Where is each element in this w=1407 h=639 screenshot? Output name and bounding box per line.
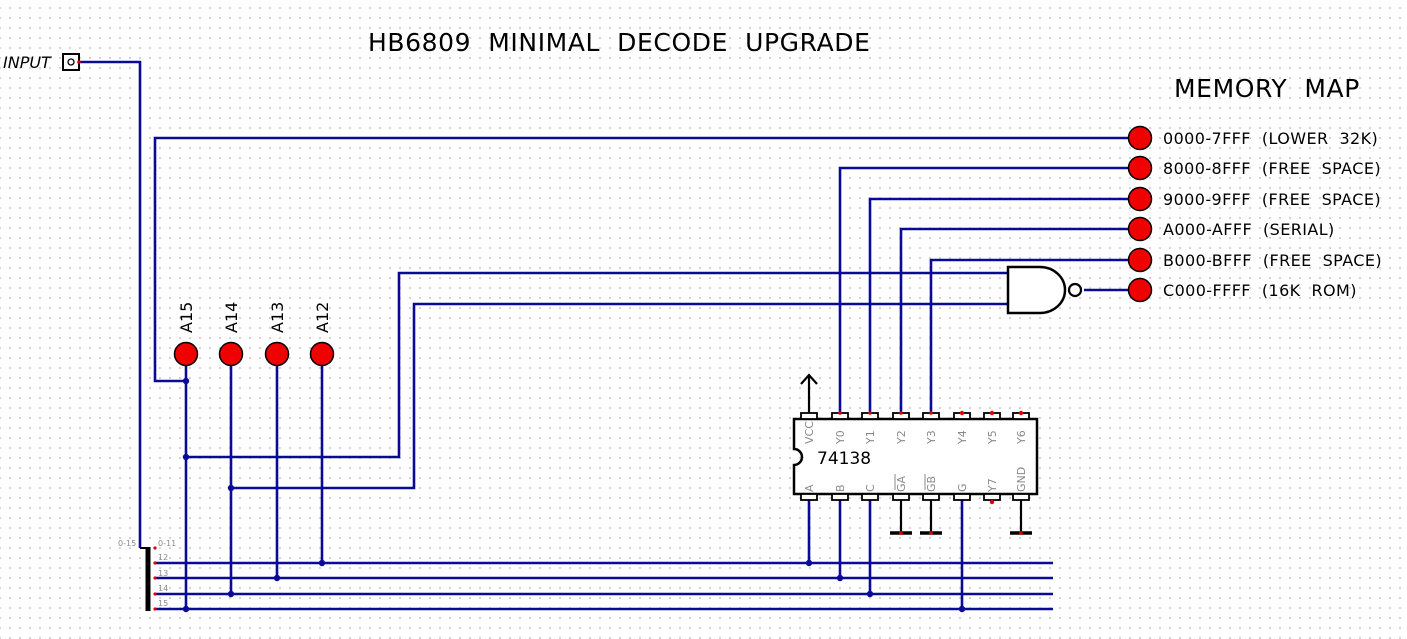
input-port-dot xyxy=(77,60,81,64)
pin-label-ga: GA xyxy=(895,475,908,492)
chip-name: 74138 xyxy=(817,449,871,469)
probe-a13-label: A13 xyxy=(268,302,287,333)
y1-wire xyxy=(868,197,1128,413)
splitter-port-dots xyxy=(153,546,157,611)
probe-a13-led xyxy=(264,341,290,367)
vcc-arrow-icon xyxy=(800,373,818,385)
probe-a15-label: A15 xyxy=(177,302,196,333)
output-label: C000-FFFF (16K ROM) xyxy=(1163,281,1357,300)
y0-wire xyxy=(838,166,1128,413)
pin-label-y2: Y2 xyxy=(895,430,908,445)
nand-gate[interactable] xyxy=(1006,265,1083,315)
pin-label-y5: Y5 xyxy=(986,430,999,445)
memory-map-outputs: 0000-7FFF (LOWER 32K) 8000-8FFF (FREE SP… xyxy=(1127,125,1383,303)
output-led xyxy=(1127,216,1153,242)
memory-map-title: MEMORY MAP xyxy=(1174,74,1360,103)
pin-label-y6: Y6 xyxy=(1015,430,1028,445)
output-led xyxy=(1127,125,1153,151)
input-label: INPUT xyxy=(3,53,52,72)
probe-a13[interactable]: A13 xyxy=(264,302,290,367)
splitter-label-0-11: 0-11 xyxy=(158,539,176,548)
output-label: 0000-7FFF (LOWER 32K) xyxy=(1163,129,1378,148)
output-led xyxy=(1127,155,1153,181)
output-label: A000-AFFF (SERIAL) xyxy=(1163,220,1335,239)
output-led xyxy=(1127,277,1153,303)
chip-top-pins xyxy=(800,412,1030,420)
splitter-label-12: 12 xyxy=(158,553,168,562)
output-led xyxy=(1127,186,1153,212)
probe-a14[interactable]: A14 xyxy=(218,302,244,367)
output-label: 8000-8FFF (FREE SPACE) xyxy=(1163,159,1381,178)
probe-a14-label: A14 xyxy=(222,302,241,333)
y3-wire xyxy=(929,258,1128,413)
pin-label-y4: Y4 xyxy=(956,430,969,445)
probe-a15-led xyxy=(173,341,199,367)
input-box[interactable] xyxy=(62,53,80,71)
output-b000[interactable]: B000-BFFF (FREE SPACE) xyxy=(1127,247,1383,273)
nand-input-a-wire xyxy=(186,271,1008,459)
output-lower-32k[interactable]: 0000-7FFF (LOWER 32K) xyxy=(1127,125,1379,151)
pin-label-gnd: GND xyxy=(1015,467,1028,492)
output-9000[interactable]: 9000-9FFF (FREE SPACE) xyxy=(1127,186,1381,212)
pin-label-b: B xyxy=(834,484,847,492)
splitter-label-13: 13 xyxy=(158,569,168,578)
probe-a15[interactable]: A15 xyxy=(173,302,199,367)
address-probes: A15 A14 A13 A12 xyxy=(173,302,335,367)
pin-label-g: G xyxy=(956,483,969,492)
pin-label-y1: Y1 xyxy=(864,430,877,445)
bus-splitter[interactable]: 0-15 0-11 12 13 14 15 xyxy=(118,539,176,611)
y2-wire xyxy=(899,227,1128,413)
chip-bottom-pins xyxy=(800,493,1030,501)
input-ring-icon xyxy=(67,58,75,66)
output-a000[interactable]: A000-AFFF (SERIAL) xyxy=(1127,216,1335,242)
probe-a12[interactable]: A12 xyxy=(309,302,335,367)
decoder-74138[interactable]: VCC Y0 Y1 Y2 Y3 Y4 Y5 Y6 A B C GA GB G Y… xyxy=(792,373,1039,535)
splitter-label-14: 14 xyxy=(158,584,168,593)
pin-label-y7: Y7 xyxy=(986,478,999,493)
junction-dots xyxy=(182,377,966,613)
wires xyxy=(79,60,1128,611)
chip-port-dots xyxy=(838,410,1024,535)
chip-body xyxy=(792,417,1039,496)
diagram-title: HB6809 MINIMAL DECODE UPGRADE xyxy=(368,28,871,57)
lower-32k-wire xyxy=(153,136,1128,383)
splitter-label-15: 15 xyxy=(158,599,168,608)
output-label: B000-BFFF (FREE SPACE) xyxy=(1163,251,1382,270)
output-label: 9000-9FFF (FREE SPACE) xyxy=(1163,190,1381,209)
pin-label-gb: GB xyxy=(925,476,938,492)
output-8000[interactable]: 8000-8FFF (FREE SPACE) xyxy=(1127,155,1381,181)
nand-gate-body xyxy=(1006,265,1067,315)
pin-label-a: A xyxy=(803,484,816,492)
pin-label-vcc: VCC xyxy=(803,421,816,444)
probe-a14-led xyxy=(218,341,244,367)
input-pin[interactable]: INPUT xyxy=(3,53,81,72)
input-wire xyxy=(79,60,142,548)
pin-label-y3: Y3 xyxy=(925,430,938,445)
output-led xyxy=(1127,247,1153,273)
pin-overbars xyxy=(894,474,926,490)
pin-label-y0: Y0 xyxy=(834,430,847,445)
splitter-in-label: 0-15 xyxy=(118,539,136,548)
probe-a12-led xyxy=(309,341,335,367)
probe-a12-label: A12 xyxy=(313,302,332,333)
output-c000[interactable]: C000-FFFF (16K ROM) xyxy=(1127,277,1357,303)
pin-label-c: C xyxy=(864,484,877,492)
nand-gate-bubble-icon xyxy=(1067,282,1083,298)
